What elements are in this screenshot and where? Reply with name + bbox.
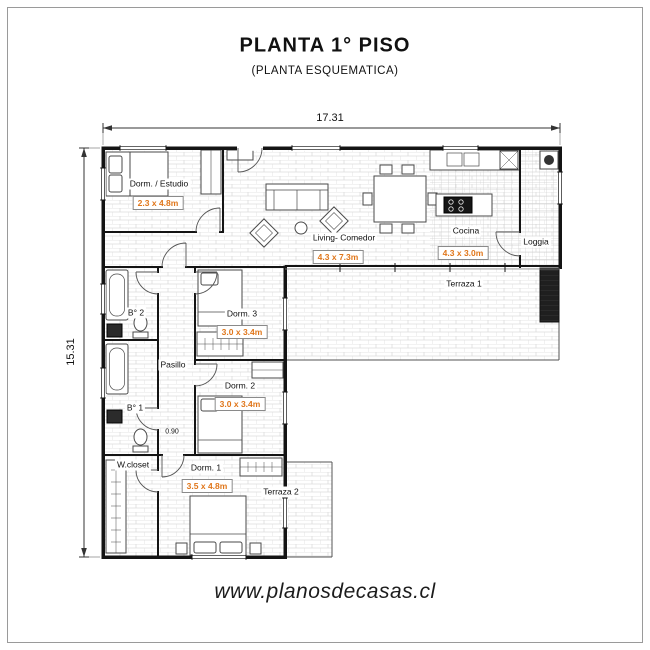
furniture xyxy=(105,149,559,556)
nightstand-icon-1 xyxy=(175,542,188,555)
fridge-icon xyxy=(499,150,519,170)
room-label-bano1: B° 1 xyxy=(124,402,146,414)
room-size-dorm2: 3.0 x 3.4m xyxy=(214,397,266,411)
room-size-dorm1: 3.5 x 4.8m xyxy=(181,479,233,493)
windows xyxy=(100,145,563,560)
dimension-lines xyxy=(79,123,561,558)
room-label-bano2: B° 2 xyxy=(125,307,147,319)
dimension-total-height: 15.31 xyxy=(65,335,77,369)
washer-icon xyxy=(539,150,559,170)
room-label-dorm3: Dorm. 3 xyxy=(224,308,260,320)
room-label-dorm2: Dorm. 2 xyxy=(222,380,258,392)
terrace-planter xyxy=(539,267,560,323)
kitchen-counter-icon xyxy=(429,149,521,171)
bathtub-icon-b1 xyxy=(105,343,129,395)
armchair-icon-2 xyxy=(319,206,349,236)
website-url: www.planosdecasas.cl xyxy=(214,580,436,603)
room-label-living: Living- Comedor xyxy=(310,232,378,244)
room-label-terraza2: Terraza 2 xyxy=(261,486,301,498)
room-label-wcloset: W.closet xyxy=(114,459,152,471)
room-label-pasillo: Pasillo xyxy=(158,359,188,371)
room-size-living: 4.3 x 7.3m xyxy=(312,250,364,264)
room-size-dorm3: 3.0 x 3.4m xyxy=(216,325,268,339)
bed-icon-dorm1 xyxy=(189,495,247,556)
dining-table-icon xyxy=(362,164,438,234)
cabinet-icon-entry xyxy=(226,149,254,161)
page-border xyxy=(7,7,643,643)
bed-icon-dorm3 xyxy=(197,269,243,327)
room-label-cocina: Cocina xyxy=(450,225,482,237)
room-size-cocina: 4.3 x 3.0m xyxy=(437,246,489,260)
glass-wall xyxy=(285,263,560,272)
page-title: PLANTA 1° PISO xyxy=(239,34,411,57)
sofa-icon xyxy=(265,183,329,211)
room-label-terraza1: Terraza 1 xyxy=(444,278,484,290)
closet-icon-dorm1 xyxy=(239,457,283,477)
room-label-dorm-estudio: Dorm. / Estudio xyxy=(127,178,191,190)
nightstand-icon-2 xyxy=(249,542,262,555)
coffee-table-icon xyxy=(294,221,308,235)
vanity-icon-b2 xyxy=(106,323,123,338)
kitchen-island-icon xyxy=(435,193,493,217)
doors xyxy=(135,147,521,493)
dimension-total-width: 17.31 xyxy=(313,112,347,124)
toilet-icon-b1 xyxy=(132,428,149,453)
closet-icon-estudio xyxy=(200,149,222,195)
vanity-icon-b1 xyxy=(106,409,123,424)
dimension-door-width: 0.90 xyxy=(164,428,180,436)
dresser-icon-dorm2 xyxy=(251,361,284,379)
interior-walls xyxy=(101,146,522,559)
closet-icon-wcloset xyxy=(105,459,127,554)
armchair-icon-1 xyxy=(249,218,279,248)
page-subtitle: (PLANTA ESQUEMATICA) xyxy=(251,65,399,77)
room-label-dorm1: Dorm. 1 xyxy=(188,462,224,474)
room-label-loggia: Loggia xyxy=(521,236,551,248)
bathtub-icon-b2 xyxy=(105,269,129,321)
room-size-dorm-estudio: 2.3 x 4.8m xyxy=(132,196,184,210)
